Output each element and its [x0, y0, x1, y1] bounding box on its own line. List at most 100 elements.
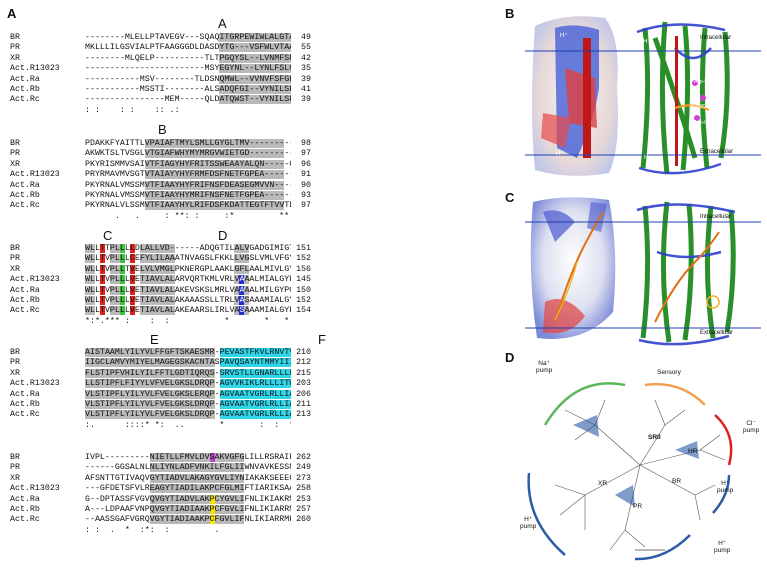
- sequence-position: 96: [301, 159, 311, 169]
- sequence-residues: PRYRMAVMVSGTVTAIAYYHYFRMFDSFNETFGPEA----…: [85, 170, 291, 180]
- sequence-residues: WLLTTPLLLLDLALLVD------ADQGTILALVGADGIMI…: [85, 244, 291, 254]
- sequence-residues: IIGCLAMVYMIYELMAGEGSKACNTASPAVQSAYNTMMYI…: [85, 358, 291, 368]
- sequence-position: 152: [296, 295, 311, 305]
- consensus-row: : : . * :*: : .: [85, 525, 220, 535]
- panel-label-c: C: [505, 190, 515, 205]
- sequence-residues: AFSNTTGTIVAQVGYTIADVLAKAGYGVLIYNIAKAKSEE…: [85, 473, 291, 483]
- consensus-row: : : : : :: .:: [85, 105, 185, 115]
- sequence-residues: PKYRNALVMSSMVTFIAAYHYFRIFNSFDEASEGMVVN--…: [85, 180, 291, 191]
- sequence-position: 203: [296, 379, 311, 389]
- sequence-position: 91: [301, 170, 311, 180]
- panel-b-structure: [525, 8, 761, 183]
- sequence-residues: --AASSGAFVGRQVGYTIADIAAKPCFGVLIFNLIKIARR…: [85, 515, 291, 525]
- alignment-row: PR------GGSALNLNLIYNLADFVNKILFGLIIWNVAVK…: [10, 463, 311, 473]
- sequence-name: XR: [10, 368, 20, 378]
- sequence-name: Act.Rb: [10, 399, 40, 409]
- sequence-position: 49: [301, 33, 311, 42]
- sequence-position: 42: [301, 53, 311, 63]
- sequence-position: 212: [296, 358, 311, 368]
- sequence-name: Act.Rc: [10, 410, 40, 420]
- tree-label-cl-pump: Cl⁻ pump: [743, 420, 760, 434]
- sequence-name: BR: [10, 453, 20, 462]
- sequence-name: Act.Rc: [10, 515, 40, 525]
- sequence-position: 151: [296, 244, 311, 253]
- tree-label-h-pump-left: H⁺ pump: [520, 516, 537, 530]
- sequence-name: XR: [10, 264, 20, 274]
- sequence-name: PR: [10, 358, 20, 368]
- panel-b-proton-bottom-right: H⁺: [644, 155, 652, 161]
- arc-h-pump-bottom: [634, 534, 691, 561]
- sequence-name: Act.Rc: [10, 201, 40, 211]
- tree-label-h-pump-bottom: H⁺ pump: [714, 540, 731, 554]
- sequence-position: 215: [296, 368, 311, 378]
- arc-h-pump-left: [527, 472, 566, 556]
- sequence-position: 258: [296, 484, 311, 494]
- alignment-row: BR WLLTTPLLLLDLALLVD------ADQGTILALVGADGI…: [10, 244, 311, 254]
- sequence-name: Act.Ra: [10, 389, 40, 399]
- sequence-name: Act.Ra: [10, 74, 40, 84]
- sequence-position: 39: [301, 74, 311, 84]
- sequence-position: 152: [296, 254, 311, 264]
- sequence-residues: VLSTIPFLYILYVLFVELGKSLDRQP-AGVAATVGRLRLL…: [85, 410, 291, 420]
- tree-node-br: BR: [672, 478, 682, 485]
- panel-label-b: B: [505, 6, 515, 21]
- sequence-position: 39: [301, 95, 311, 105]
- sequence-name: Act.R13023: [10, 379, 60, 389]
- sequence-position: 260: [296, 515, 311, 525]
- segment-label-b: B: [158, 122, 167, 137]
- tree-node-hr: HR: [688, 448, 698, 455]
- sequence-position: 257: [296, 504, 311, 514]
- consensus-row: . . : **: : :* ** *: [85, 211, 291, 221]
- alignment-row: Act.Rc----------------MEM-----QLDATQWST-…: [10, 95, 311, 105]
- sequence-residues: ------GGSALNLNLIYNLADFVNKILFGLIIWNVAVKES…: [85, 463, 291, 473]
- sequence-position: 253: [296, 494, 311, 504]
- sequence-residues: --------MLQELP----------TLTPGQYSL--LVNMF…: [85, 53, 291, 64]
- sequence-residues: A---LDPAAFVNPQVGYTIADIAAKPCFGVLIFNLIKIAR…: [85, 504, 291, 514]
- sequence-name: PR: [10, 149, 20, 159]
- arc-cl-pump: [714, 414, 733, 466]
- sequence-residues: ---GFDETSFVLREAGYTIADILAKPCFGLMIFTIARIKS…: [85, 484, 291, 494]
- sequence-position: 210: [296, 348, 311, 357]
- consensus-row: *:*.*** : : : * * * * *: [85, 316, 290, 326]
- sequence-position: 97: [301, 201, 311, 211]
- alignment-row: Act.R13023------------------------MSYEGY…: [10, 64, 311, 74]
- sequence-position: 262: [296, 453, 311, 462]
- residue-asp98: Asp-98: [694, 79, 710, 85]
- sequence-residues: WLLTVPLLLCEFYLILAAATNVAGSLFKKLLVGSLVMLVF…: [85, 254, 291, 264]
- segment-label-d: D: [218, 228, 228, 243]
- tree-label-na-pump: Na⁺ pump: [536, 360, 553, 374]
- alignment-row: Act.Rc --AASSGAFVGRQVGYTIADIAAKPCFGVLIFNL…: [10, 515, 311, 525]
- sequence-position: 213: [296, 410, 311, 420]
- panel-c-structure: [525, 192, 761, 347]
- tree-node-xr: XR: [598, 480, 608, 487]
- panel-b-proton-top-left: H⁺: [560, 33, 568, 39]
- sequence-position: 97: [301, 149, 311, 159]
- panel-b-proton-bottom-left: H⁺: [556, 151, 564, 157]
- sequence-name: BR: [10, 244, 20, 253]
- panel-c-intracellular-label: Intracellular: [700, 214, 732, 220]
- segment-label-e: E: [150, 332, 159, 347]
- panel-label-d: D: [505, 350, 515, 365]
- panel-d-tree: [515, 355, 765, 567]
- sequence-name: Act.R13023: [10, 275, 60, 285]
- sequence-residues: ------------------------MSYEGYNL--LYNLFS…: [85, 64, 291, 74]
- sequence-name: Act.Rc: [10, 306, 40, 316]
- sequence-name: Act.Ra: [10, 494, 40, 504]
- sequence-residues: MKLLLILGSVIALPTFAAGGGDLDASDYTG---VSFWLVT…: [85, 43, 291, 53]
- arc-sensory: [644, 383, 706, 406]
- sequence-position: 98: [301, 139, 311, 148]
- tree-node-pr: PR: [633, 503, 643, 510]
- sequence-residues: PKYRNALVLSSMVTFIAAYHYLRIFDSFKDATTEGTFTVV…: [85, 201, 291, 211]
